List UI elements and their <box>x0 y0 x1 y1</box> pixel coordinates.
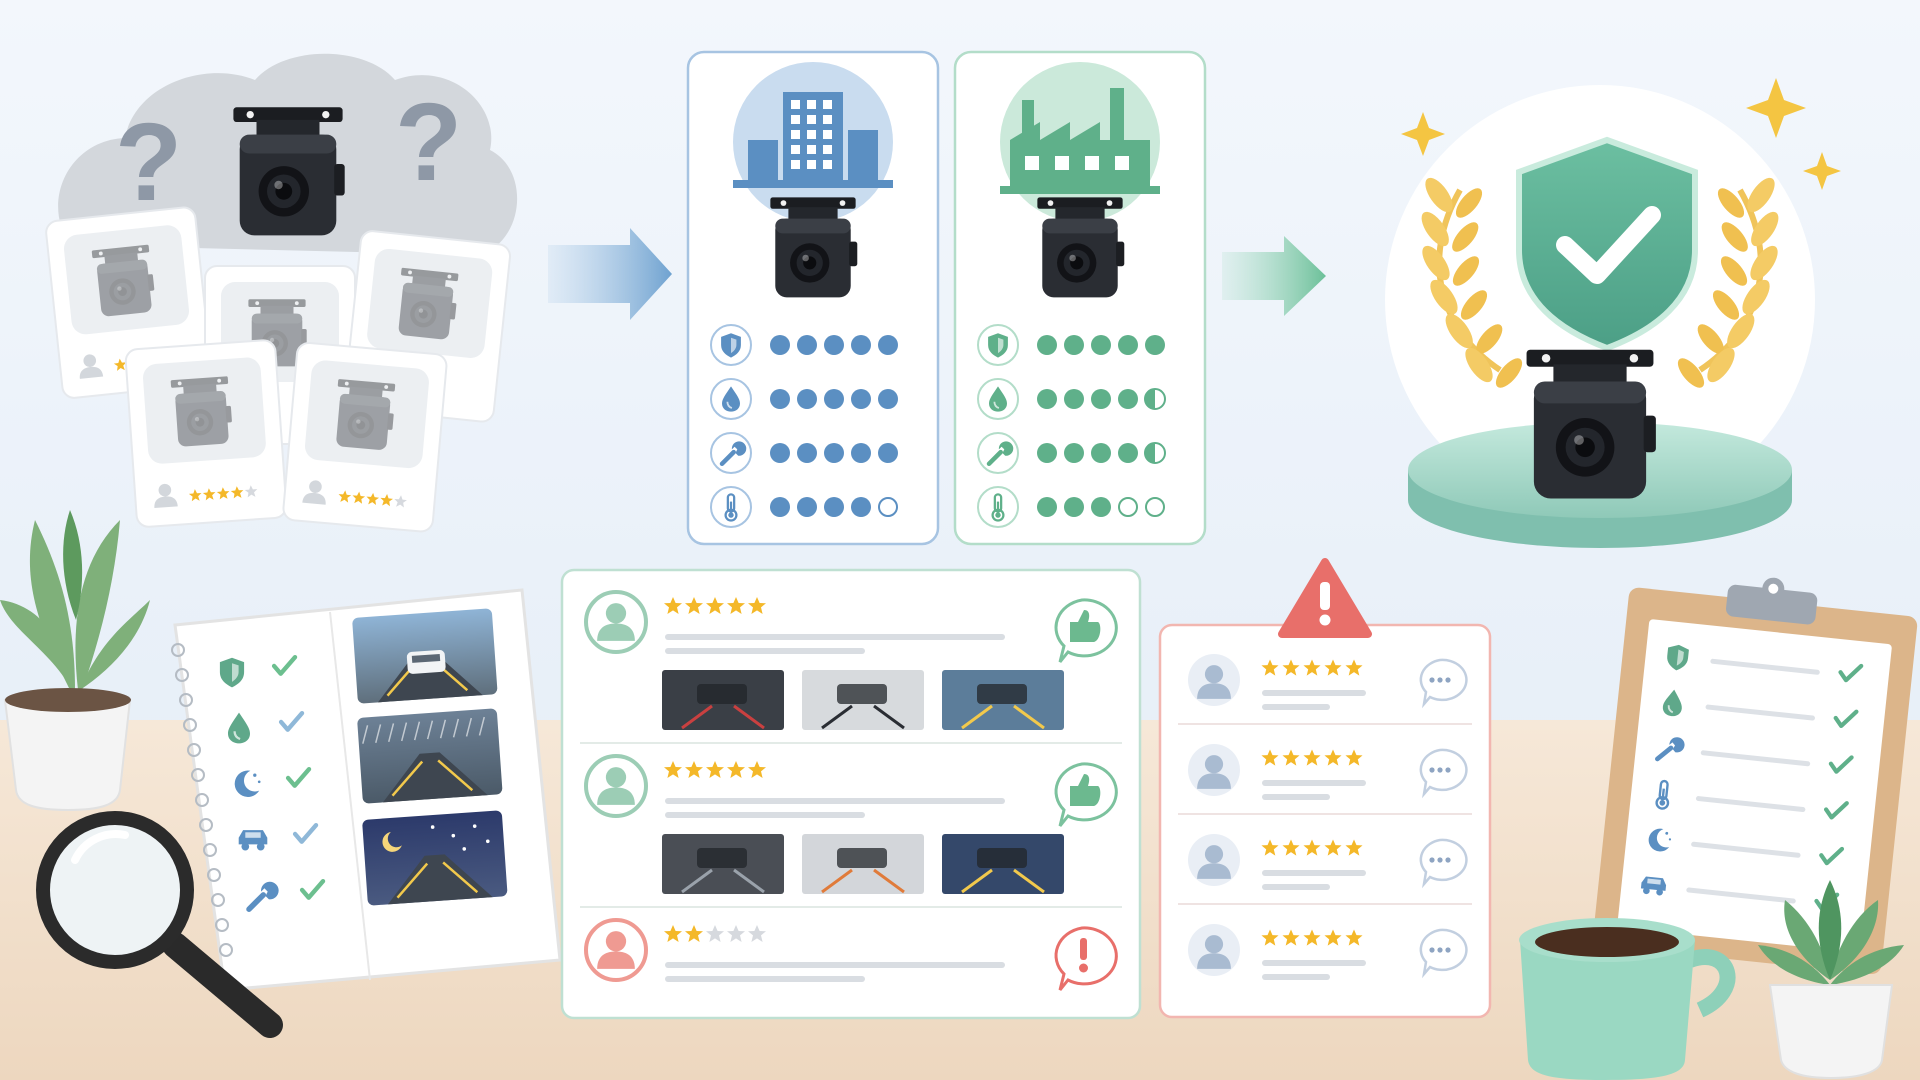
review-photo-camera-closeup <box>802 670 924 730</box>
comment-icon <box>1419 928 1468 979</box>
office-building-icon <box>733 92 893 188</box>
review-photo-camera-under-trunk <box>802 834 924 894</box>
suspicious-review-item <box>1178 834 1472 905</box>
attribute-rating-row <box>977 432 1166 474</box>
review-photo-car-interior <box>662 834 784 894</box>
product-thumbnails <box>45 206 511 533</box>
road-test-photo <box>357 708 503 804</box>
comparison-panel-factory <box>953 50 1207 546</box>
attribute-rating-row <box>710 324 898 366</box>
reviews-card <box>560 568 1142 1020</box>
magnifying-glass-icon <box>36 811 283 1038</box>
attribute-rating-row <box>710 486 898 528</box>
verified-camera-scene <box>1385 78 1841 548</box>
road-test-photo <box>352 608 498 704</box>
warning-icon <box>1278 558 1372 638</box>
exclamation-icon <box>1054 926 1118 991</box>
review-item-positive <box>580 590 1122 744</box>
factory-icon <box>1000 88 1160 194</box>
comment-icon <box>1419 838 1468 889</box>
suspicious-review-item <box>1178 744 1472 815</box>
attribute-rating-row <box>977 378 1166 420</box>
review-photo-parking-guide-view <box>942 670 1064 730</box>
suspicious-review-item <box>1178 654 1472 725</box>
review-item-negative <box>584 918 1118 991</box>
suspicious-reviews-card <box>1158 558 1492 1019</box>
review-photo-night-parking-view <box>942 834 1064 894</box>
coffee-mug <box>1519 918 1736 1080</box>
attribute-rating-row <box>977 324 1165 366</box>
question-mark-icon: ? <box>395 81 462 204</box>
comment-icon <box>1419 658 1468 709</box>
review-photo-bumper-mounted-camera <box>662 670 784 730</box>
thumbs-up-icon <box>1054 598 1118 663</box>
attribute-rating-row <box>710 432 898 474</box>
road-test-photo <box>362 810 508 906</box>
laurel-wreath-icon <box>1421 177 1779 388</box>
attribute-rating-row <box>710 378 898 420</box>
product-thumbnail <box>282 342 448 533</box>
potted-plant <box>0 510 150 812</box>
arrow-right-icon <box>548 228 672 320</box>
test-notebook <box>171 588 562 992</box>
comparison-panels <box>686 50 1207 546</box>
arrow-right-icon <box>1222 236 1326 316</box>
review-item-positive <box>580 754 1122 908</box>
suspicious-review-item <box>1188 924 1468 980</box>
comment-icon <box>1419 748 1468 799</box>
comparison-panel-city <box>686 50 940 546</box>
confusion-cluster: ? ? <box>45 53 518 533</box>
question-mark-icon: ? <box>115 101 182 224</box>
shield-check-icon <box>1516 136 1698 352</box>
sparkle-icon <box>1401 78 1841 190</box>
succulent-plant <box>1758 880 1904 1080</box>
clipboard-checklist <box>1593 577 1918 975</box>
attribute-rating-row <box>977 486 1165 528</box>
thumbs-up-icon <box>1054 762 1118 827</box>
product-thumbnail <box>124 339 288 528</box>
check-icon <box>1556 206 1661 284</box>
